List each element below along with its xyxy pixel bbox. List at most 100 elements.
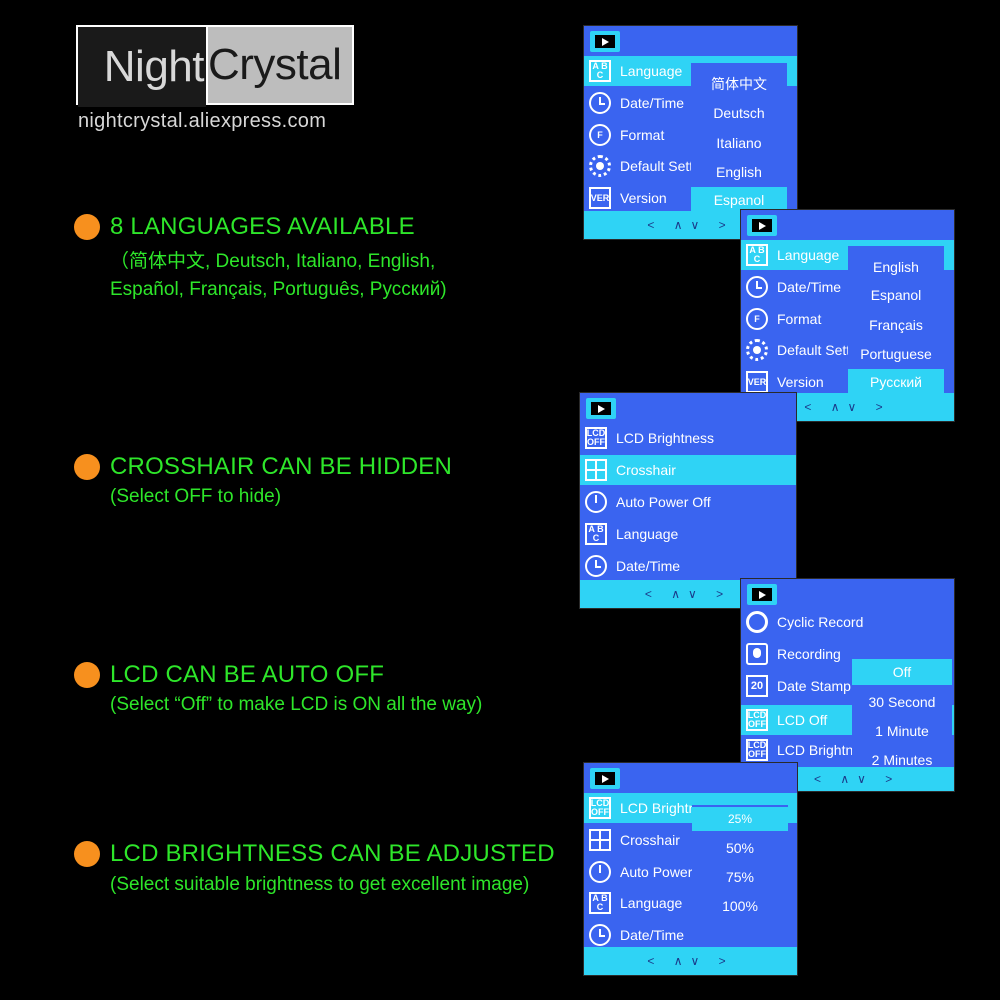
menu-item-format[interactable]: F Format: [584, 120, 797, 150]
logo-night-text: Night: [103, 42, 205, 91]
logo-crystal-block: Crystal: [208, 27, 352, 103]
menu-item-label: Auto Power: [620, 864, 693, 880]
format-icon: F: [589, 124, 611, 146]
language-icon: A B C: [589, 60, 611, 82]
power-icon: [585, 491, 607, 513]
screen-header: [584, 26, 797, 56]
option-25-percent[interactable]: 25%: [692, 807, 788, 831]
option-espanol[interactable]: Espanol: [691, 187, 787, 213]
option-portuguese[interactable]: Portuguese: [860, 346, 932, 362]
option-espanol[interactable]: Espanol: [870, 287, 922, 303]
menu-item-date-time[interactable]: Date/Time: [584, 88, 797, 118]
screen-header: [741, 210, 954, 240]
menu-item-label: Format: [620, 127, 665, 143]
lcd-off-dropdown: Off 30 Second 1 Minute 2 Minutes: [852, 659, 952, 773]
menu-item-lcd-brightness[interactable]: LCD OFF LCD Brightness: [580, 423, 796, 453]
feature-subtitle: （简体中文, Deutsch, Italiano, English,: [110, 251, 436, 272]
feature-subtitle: (Select OFF to hide): [110, 486, 282, 507]
menu-item-label: LCD Brightn: [620, 800, 697, 816]
menu-item-label: Date/Time: [620, 927, 685, 943]
option-english[interactable]: English: [873, 259, 919, 275]
language-dropdown: English Espanol Français Portuguese Русс…: [848, 244, 944, 396]
option-1-minute[interactable]: 1 Minute: [875, 723, 929, 739]
menu-item-language[interactable]: A B C Language: [580, 519, 796, 549]
lcd-off-icon: LCD OFF: [585, 427, 607, 449]
video-mode-icon: [590, 768, 620, 789]
menu-item-auto-power-off[interactable]: Auto Power: [584, 857, 797, 887]
menu-item-default-settings[interactable]: Default Setti: [741, 335, 954, 365]
menu-item-label: LCD Brightn: [777, 742, 854, 758]
feature-title: LCD CAN BE AUTO OFF: [110, 661, 385, 688]
menu-item-label: Crosshair: [620, 832, 680, 848]
version-icon: VER: [746, 371, 768, 393]
gear-icon: [589, 155, 611, 177]
menu-item-label: Auto Power Off: [616, 494, 711, 510]
option-russian[interactable]: Русский: [848, 369, 944, 395]
menu-item-label: Date/Time: [777, 279, 842, 295]
screen-language-1: A B C Language Date/Time F Format Defaul…: [583, 25, 798, 240]
video-mode-icon: [747, 584, 777, 605]
menu-item-label: LCD Off: [777, 712, 828, 728]
menu-item-label: Crosshair: [616, 462, 676, 478]
menu-item-recording[interactable]: Recording: [741, 639, 954, 669]
menu-item-label: Version: [620, 190, 667, 206]
menu-item-date-time[interactable]: Date/Time: [741, 272, 954, 302]
logo-crystal-text: Crystal: [208, 40, 342, 89]
menu-item-label: Date/Time: [620, 95, 685, 111]
clock-icon: [589, 924, 611, 946]
menu-item-label: Date Stamp: [777, 678, 851, 694]
microphone-icon: [746, 643, 768, 665]
option-100-percent[interactable]: 100%: [722, 898, 758, 914]
store-url: nightcrystal.aliexpress.com: [78, 110, 327, 132]
screen-header: [741, 579, 954, 609]
menu-item-label: LCD Brightness: [616, 430, 715, 446]
menu-item-label: Default Setti: [620, 158, 697, 174]
menu-item-crosshair[interactable]: Crosshair: [584, 825, 797, 855]
feature-subtitle: (Select suitable brightness to get excel…: [110, 874, 530, 895]
feature-title: CROSSHAIR CAN BE HIDDEN: [110, 453, 452, 480]
menu-item-default-settings[interactable]: Default Setti: [584, 151, 797, 181]
nav-bar[interactable]: < ∧∨ >: [584, 947, 797, 975]
option-francais[interactable]: Français: [869, 317, 923, 333]
option-off[interactable]: Off: [852, 659, 952, 685]
screen-crosshair: LCD OFF LCD Brightness Crosshair Auto Po…: [579, 392, 797, 609]
calendar-icon: 20: [746, 675, 768, 697]
menu-item-crosshair[interactable]: Crosshair: [580, 455, 796, 485]
feature-title: 8 LANGUAGES AVAILABLE: [110, 213, 415, 240]
option-deutsch[interactable]: Deutsch: [713, 105, 765, 121]
video-mode-icon: [590, 31, 620, 52]
screen-header: [584, 763, 797, 793]
screen-lcd-off: Cyclic Record Recording 20 Date Stamp LC…: [740, 578, 955, 792]
option-2-minutes[interactable]: 2 Minutes: [871, 752, 933, 768]
menu-item-lcd-brightness[interactable]: LCD OFF LCD Brightn: [741, 735, 954, 765]
menu-item-label: Version: [777, 374, 824, 390]
menu-item-format[interactable]: F Format: [741, 304, 954, 334]
option-chinese[interactable]: 简体中文: [711, 76, 767, 92]
clock-icon: [589, 92, 611, 114]
screen-lcd-brightness: LCD OFF LCD Brightn Crosshair Auto Power…: [583, 762, 798, 976]
lcd-off-icon: LCD OFF: [746, 739, 768, 761]
lcd-off-icon: LCD OFF: [589, 797, 611, 819]
option-english[interactable]: English: [716, 164, 762, 180]
language-icon: A B C: [746, 244, 768, 266]
version-icon: VER: [589, 187, 611, 209]
gear-icon: [746, 339, 768, 361]
option-50-percent[interactable]: 50%: [725, 840, 755, 856]
option-italiano[interactable]: Italiano: [716, 135, 762, 151]
menu-item-date-time[interactable]: Date/Time: [580, 551, 796, 581]
menu-item-date-time[interactable]: Date/Time: [584, 920, 797, 950]
menu-item-date-stamp[interactable]: 20 Date Stamp: [741, 671, 954, 701]
menu-item-language[interactable]: A B C Language: [584, 888, 797, 918]
language-dropdown: 简体中文 Deutsch Italiano English Espanol: [691, 61, 787, 213]
menu-item-label: Format: [777, 311, 822, 327]
menu-item-label: Cyclic Record: [777, 614, 864, 630]
menu-item-cyclic-record[interactable]: Cyclic Record: [741, 607, 954, 637]
crosshair-icon: [585, 459, 607, 481]
menu-item-auto-power-off[interactable]: Auto Power Off: [580, 487, 796, 517]
option-75-percent[interactable]: 75%: [725, 869, 755, 885]
feature-subtitle: (Select “Off” to make LCD is ON all the …: [110, 694, 483, 715]
power-icon: [589, 861, 611, 883]
menu-item-version[interactable]: VER Version: [584, 183, 797, 213]
option-30-second[interactable]: 30 Second: [868, 694, 936, 710]
format-icon: F: [746, 308, 768, 330]
